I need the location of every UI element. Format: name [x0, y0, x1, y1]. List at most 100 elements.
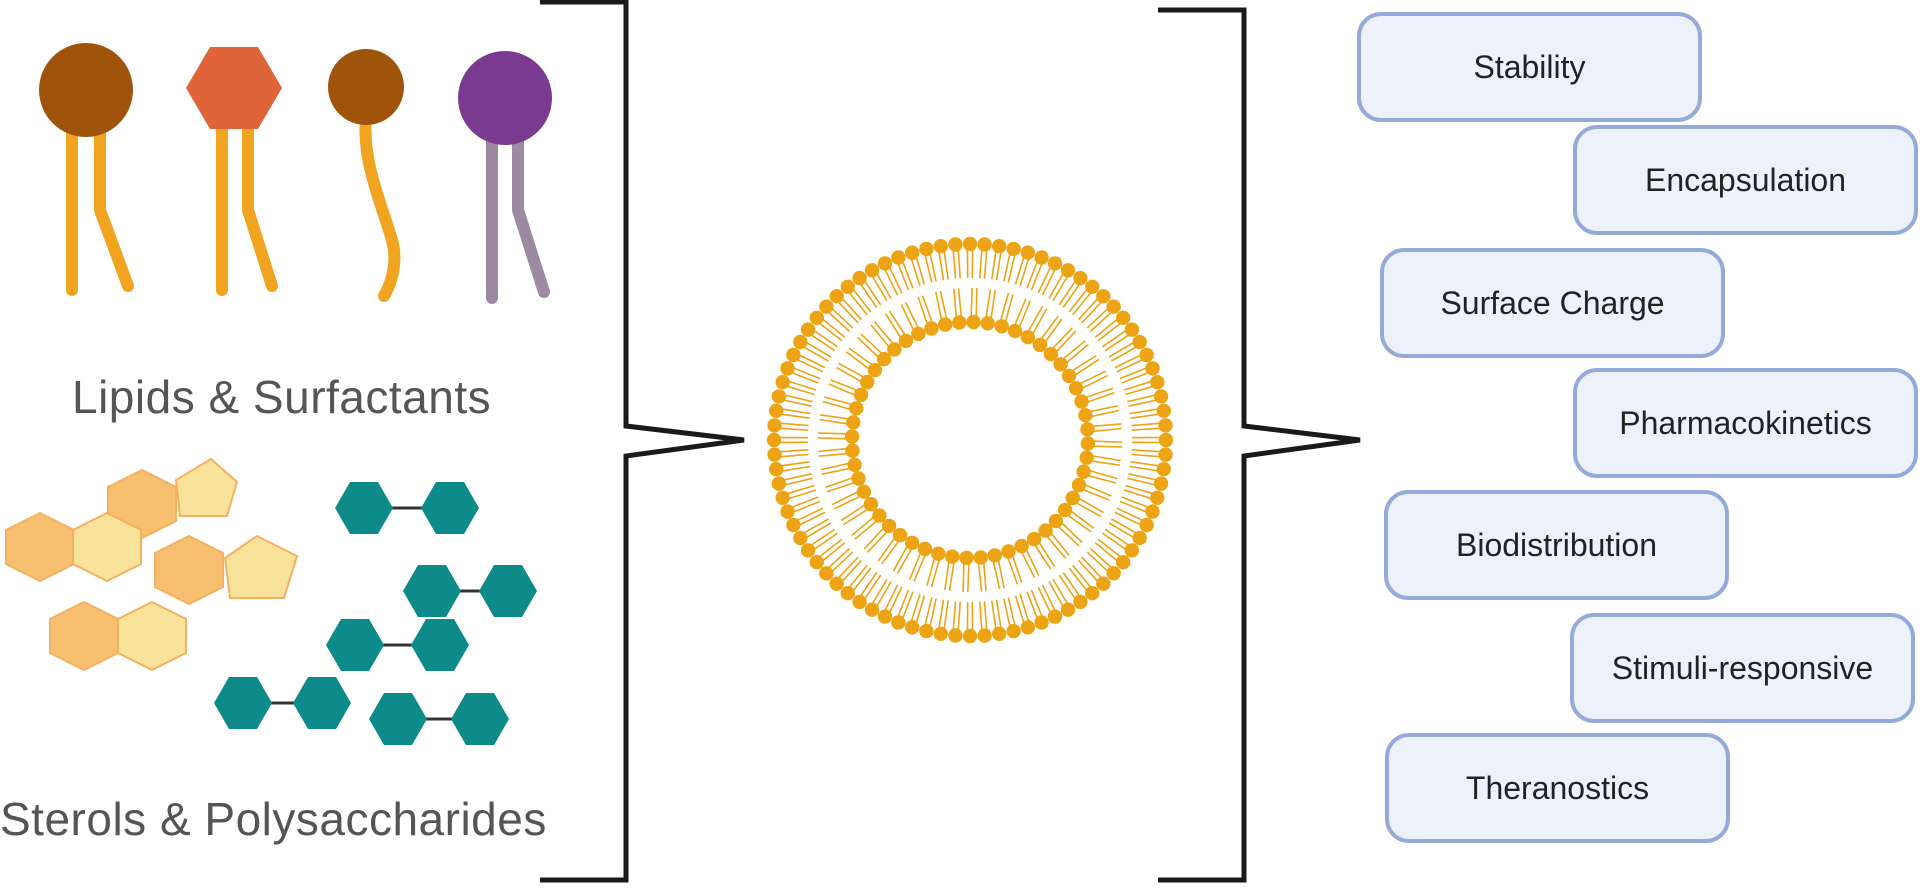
lipid-head — [1107, 300, 1121, 314]
property-stability: Stability — [1357, 12, 1702, 122]
lipid-head — [977, 237, 991, 251]
lipid-head — [878, 256, 892, 270]
left-bracket — [540, 2, 744, 880]
lipid-head — [1048, 256, 1062, 270]
lipid-head — [1145, 504, 1159, 518]
lipid-head — [1150, 491, 1164, 505]
lipid-head — [776, 491, 790, 505]
lipid-head — [810, 555, 824, 569]
lipid-head — [872, 508, 886, 522]
lipid-head — [1027, 532, 1041, 546]
lipid-head — [934, 239, 948, 253]
polysaccharide-dimer-5 — [369, 693, 509, 745]
lipid-head — [1085, 280, 1099, 294]
sterols-polysaccharides-label: Sterols & Polysaccharides — [0, 792, 547, 846]
lipid-head — [1006, 624, 1020, 638]
polysaccharide-molecules — [214, 482, 537, 745]
lipid-head — [845, 429, 859, 443]
polysaccharide-dimer-1 — [335, 482, 479, 534]
lipid-head — [948, 237, 962, 251]
lipid-head — [1058, 503, 1072, 517]
lipid-head — [767, 433, 781, 447]
lipid-head — [1125, 322, 1139, 336]
lipid-head — [830, 577, 844, 591]
lipid-head — [1061, 603, 1075, 617]
lipid-head — [934, 627, 948, 641]
polysaccharide-dimer-3 — [326, 619, 469, 671]
lipid-head — [918, 542, 932, 556]
lipid-head — [847, 458, 861, 472]
lipid-head — [1125, 543, 1139, 557]
lipid-molecules — [39, 43, 552, 298]
lipid-head — [931, 547, 945, 561]
lipid-head — [780, 504, 794, 518]
lipid-head — [772, 476, 786, 490]
lipid-head — [963, 237, 977, 251]
lipid-head — [952, 315, 966, 329]
lipid-head — [819, 300, 833, 314]
lipid-head — [849, 401, 863, 415]
lipid-head — [1080, 451, 1094, 465]
lipid-head — [1085, 586, 1099, 600]
lipid-head — [1069, 381, 1083, 395]
property-theranostics: Theranostics — [1385, 733, 1730, 843]
lipid-head — [1158, 418, 1172, 432]
lipid-head — [852, 595, 866, 609]
lipid-head — [905, 620, 919, 634]
liposome — [767, 237, 1173, 643]
lipid-head — [1116, 311, 1130, 325]
lipid-head — [801, 543, 815, 557]
lipid-head — [1133, 335, 1147, 349]
lipid-head — [992, 239, 1006, 253]
lipid-head — [887, 342, 901, 356]
lipid-head — [1006, 242, 1020, 256]
lipid-head — [1107, 566, 1121, 580]
lipid-head — [1021, 246, 1035, 260]
lipid-head — [1078, 408, 1092, 422]
lipid-head — [878, 609, 892, 623]
property-surface-charge: Surface Charge — [1380, 248, 1725, 358]
lipid-head — [893, 528, 907, 542]
lipid-head — [1150, 375, 1164, 389]
property-stimuli-responsive: Stimuli-responsive — [1570, 613, 1915, 723]
lipid-purple — [458, 51, 552, 298]
lipid-brown-single — [328, 49, 404, 296]
lipid-head — [1139, 348, 1153, 362]
lipid-head — [995, 319, 1009, 333]
lipid-head — [793, 335, 807, 349]
lipid-head — [1145, 361, 1159, 375]
lipid-head — [1021, 620, 1035, 634]
lipid-head — [1072, 478, 1086, 492]
lipid-head — [865, 263, 879, 277]
lipid-head — [891, 250, 905, 264]
lipid-head — [959, 551, 973, 565]
lipid-head — [1008, 324, 1022, 338]
lipid-head — [841, 280, 855, 294]
lipid-head — [1073, 271, 1087, 285]
lipid-head — [992, 627, 1006, 641]
lipid-head — [905, 536, 919, 550]
lipid-head — [810, 311, 824, 325]
lipid-head — [1080, 422, 1094, 436]
lipid-head — [945, 550, 959, 564]
lipid-head — [854, 388, 868, 402]
lipid-head — [868, 363, 882, 377]
polysaccharide-dimer-2 — [403, 565, 537, 617]
lipid-head — [841, 586, 855, 600]
lipid-head — [1154, 389, 1168, 403]
lipid-head — [776, 375, 790, 389]
lipid-head — [801, 322, 815, 336]
lipid-head — [963, 629, 977, 643]
liposome-tails — [774, 244, 1166, 636]
lipid-head — [1021, 330, 1035, 344]
lipid-head — [988, 548, 1002, 562]
lipid-head — [786, 518, 800, 532]
lipid-head — [1157, 404, 1171, 418]
lipid-head — [1034, 615, 1048, 629]
lipids-surfactants-label: Lipids & Surfactants — [72, 370, 491, 424]
lipid-head — [851, 471, 865, 485]
polysaccharide-dimer-4 — [214, 677, 351, 729]
lipid-head — [1158, 447, 1172, 461]
lipid-head — [767, 447, 781, 461]
